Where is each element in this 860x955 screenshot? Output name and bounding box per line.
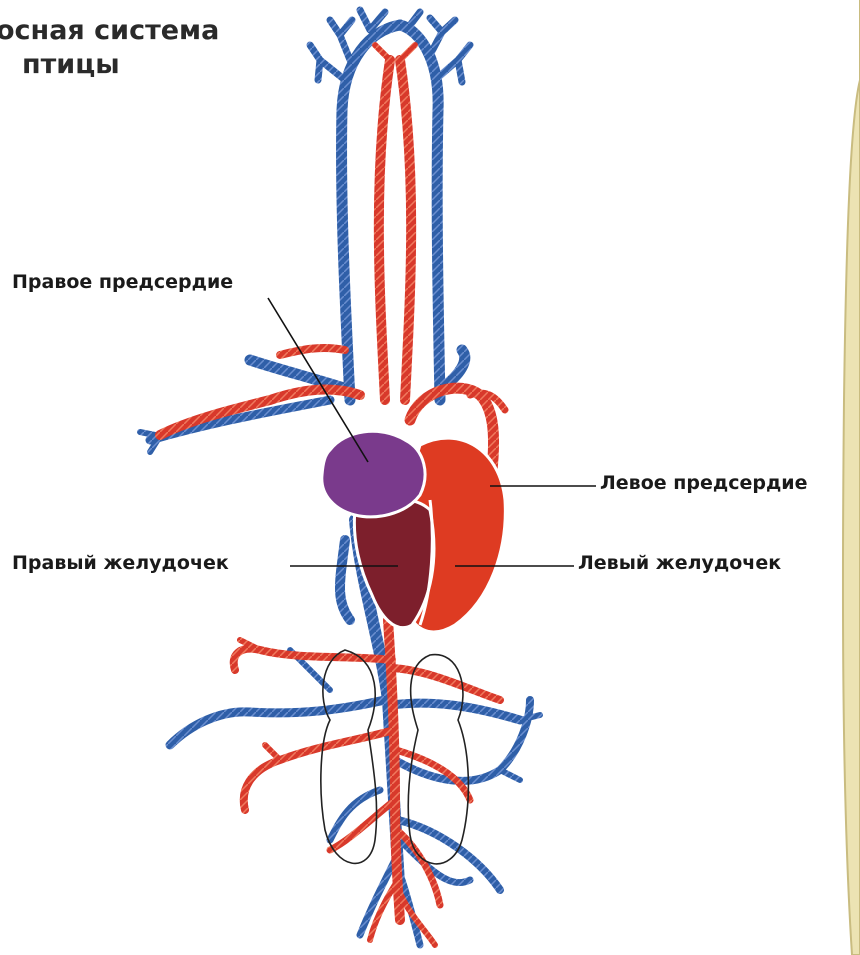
label-left-ventricle: Левый желудочек [578, 552, 781, 574]
label-right-atrium: Правое предсердие [12, 271, 233, 293]
label-right-ventricle: Правый желудочек [12, 552, 229, 574]
heart [322, 431, 506, 632]
label-left-atrium: Левое предсердие [600, 472, 808, 494]
kidney-left [321, 650, 377, 863]
decorative-frame [838, 0, 860, 955]
carotid-artery-right [400, 60, 411, 400]
right-atrium [322, 431, 425, 517]
carotid-artery-left [379, 60, 390, 400]
